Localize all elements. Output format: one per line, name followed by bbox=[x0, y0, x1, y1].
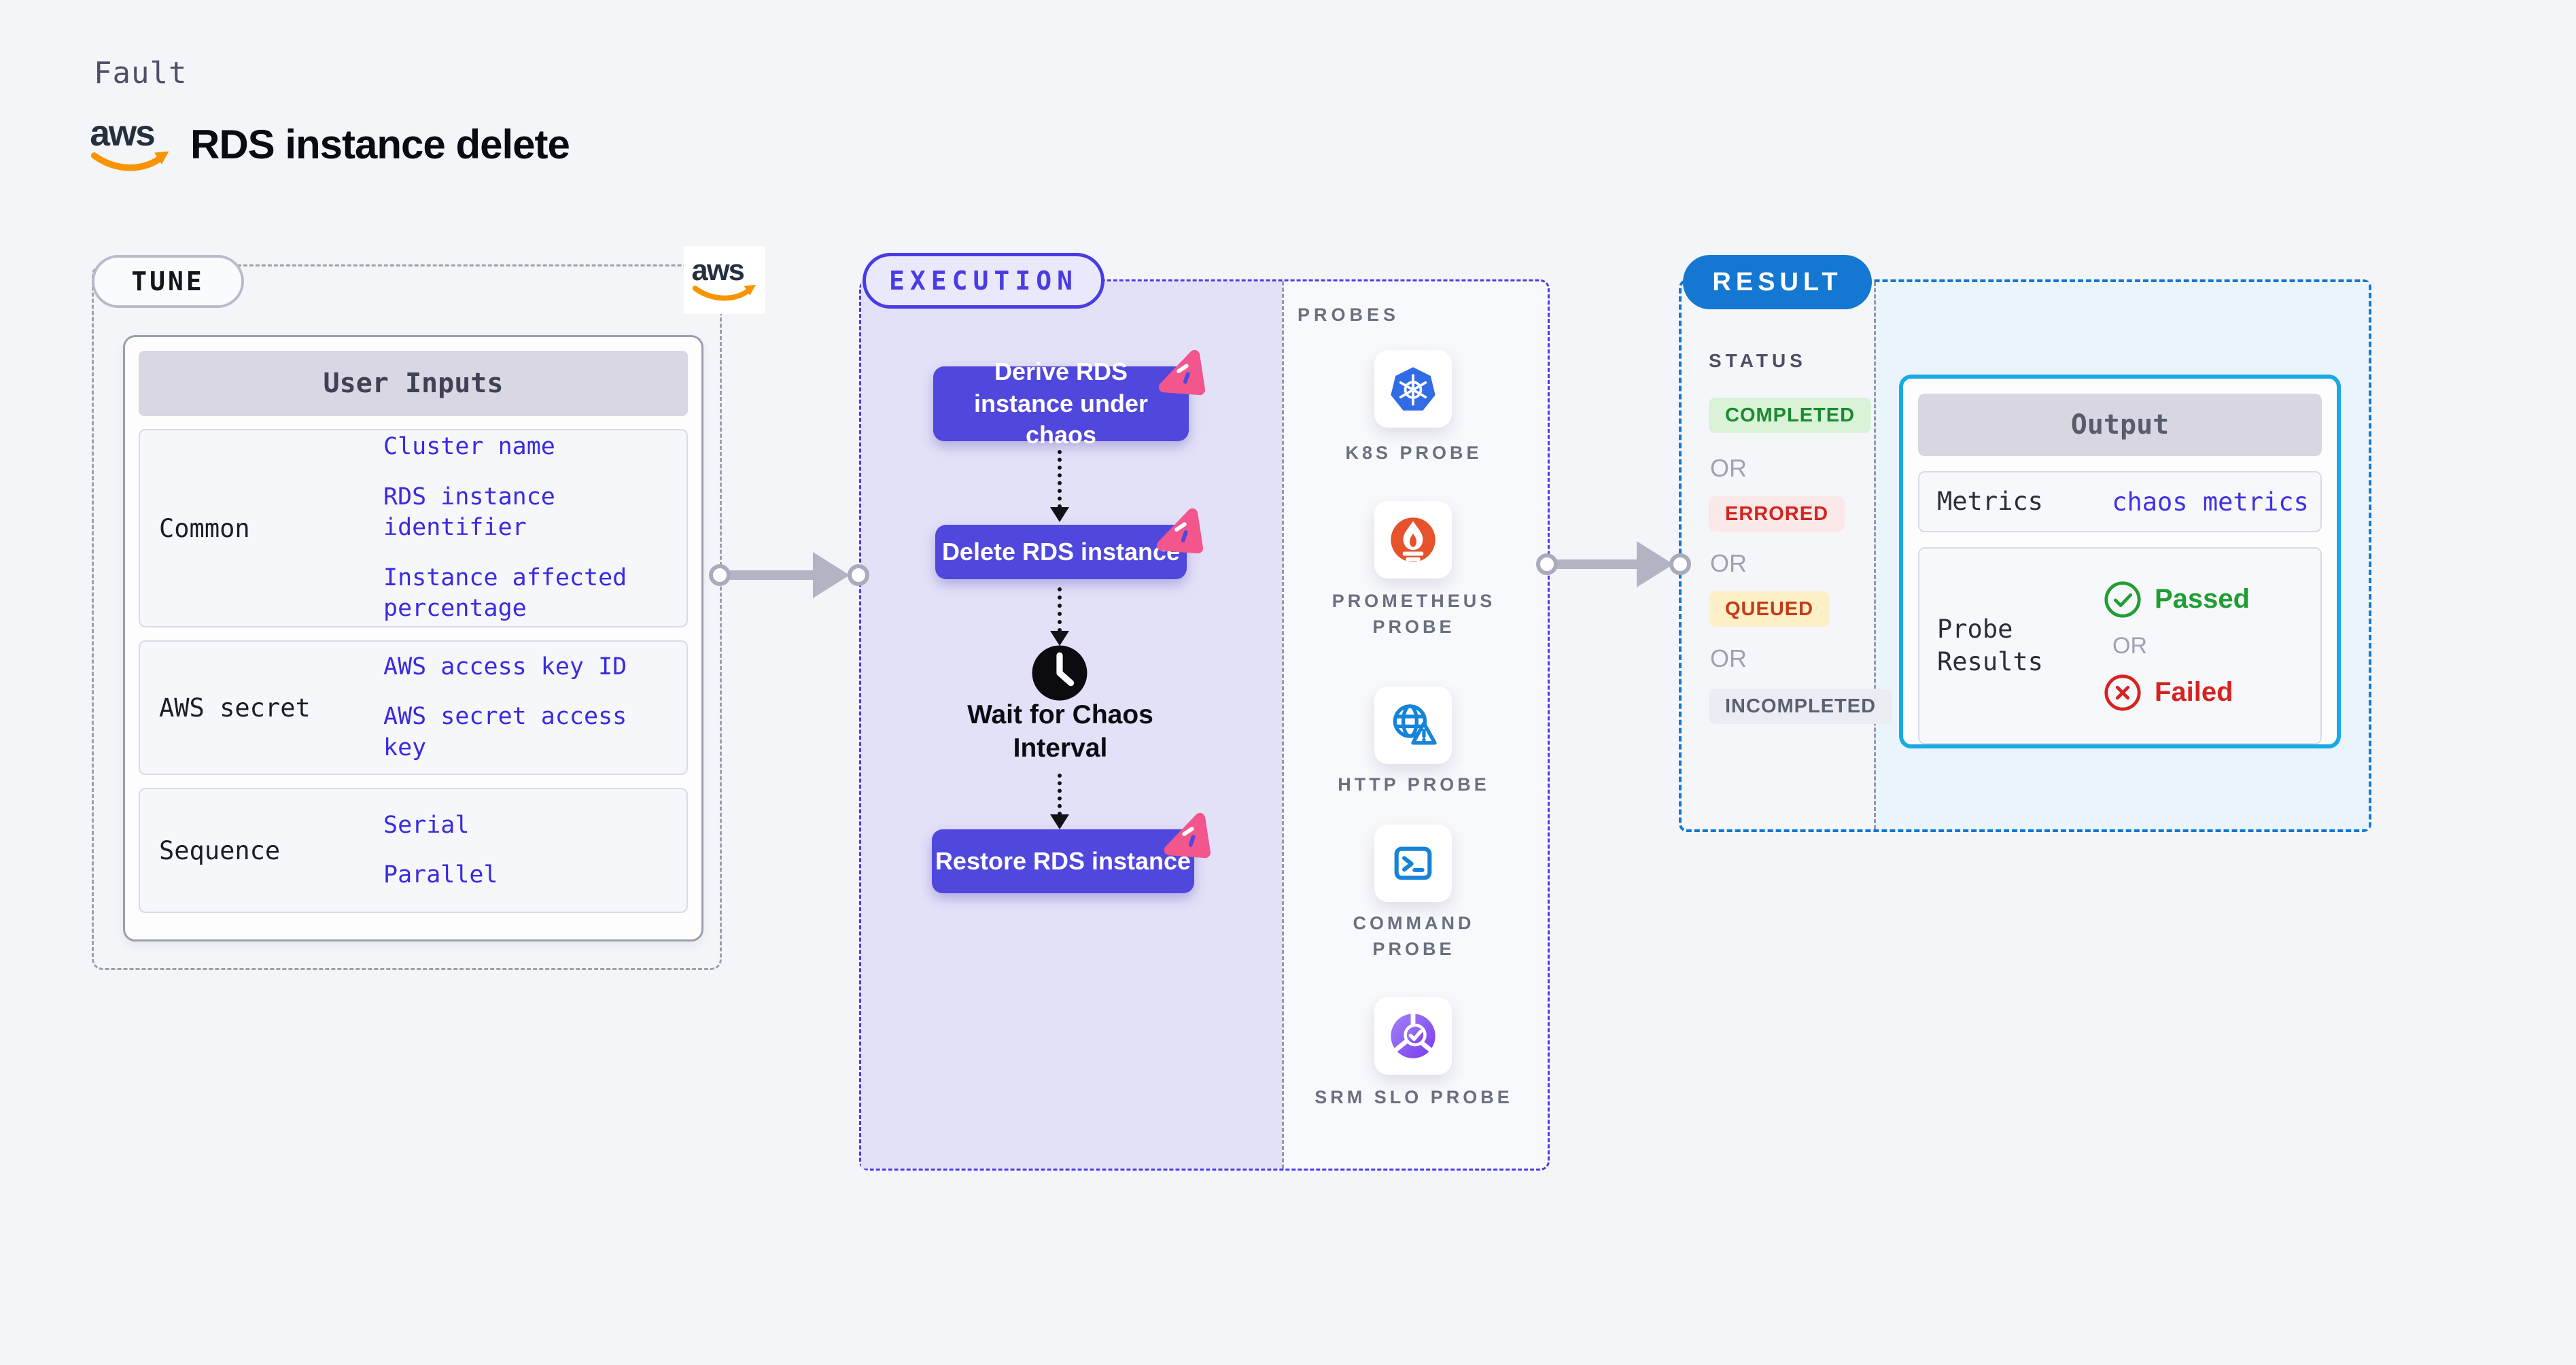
flow-connector bbox=[1050, 774, 1069, 829]
table-row: Probe Results Passed OR Failed bbox=[1918, 547, 2322, 744]
row-value: Cluster name bbox=[383, 433, 555, 461]
row-value: Serial bbox=[383, 811, 470, 839]
x-circle-icon bbox=[2104, 674, 2141, 711]
step-node-derive-rds-instance: Derive RDS instance under chaos bbox=[933, 349, 1206, 449]
slo-donut-check-icon bbox=[1391, 1011, 1435, 1058]
chaos-fault-icon bbox=[1158, 349, 1206, 396]
aws-logo-text: aws bbox=[691, 254, 744, 287]
probe-card-prometheus bbox=[1374, 501, 1452, 578]
step-node-restore-rds-instance: Restore RDS instance bbox=[932, 812, 1211, 893]
table-row: Common Cluster name RDS instance identif… bbox=[139, 429, 688, 627]
probe-card-k8s bbox=[1374, 350, 1452, 428]
page-title: RDS instance delete bbox=[190, 122, 570, 167]
table-row: AWS secret AWS access key ID AWS secret … bbox=[139, 640, 688, 775]
row-value: Parallel bbox=[383, 861, 498, 888]
terminal-icon bbox=[1394, 846, 1432, 880]
status-output-divider bbox=[1874, 282, 1876, 829]
probe-label: SRM SLO PROBE bbox=[1315, 1087, 1513, 1107]
row-value: RDS instance identifier bbox=[383, 483, 555, 542]
prometheus-icon bbox=[1391, 517, 1435, 562]
or-separator: OR bbox=[1710, 549, 1747, 577]
flow-arrow-execution-to-result bbox=[1536, 541, 1691, 587]
tune-section-container bbox=[92, 264, 722, 970]
row-label: Sequence bbox=[159, 835, 281, 865]
output-table: Output Metrics chaos metrics Probe Resul… bbox=[1899, 375, 2341, 748]
probe-label: K8S PROBE bbox=[1345, 443, 1482, 463]
row-label: AWS secret bbox=[159, 693, 311, 723]
step-node-delete-rds-instance: Delete RDS instance bbox=[935, 508, 1204, 579]
user-inputs-header: User Inputs bbox=[139, 351, 688, 416]
row-label: Probe Results bbox=[1937, 614, 2043, 676]
table-row: Metrics chaos metrics bbox=[1918, 471, 2322, 532]
aws-smile-curve bbox=[692, 286, 754, 301]
step-label: Restore RDS instance bbox=[935, 846, 1191, 875]
probe-label: HTTP PROBE bbox=[1338, 774, 1490, 795]
flow-connector bbox=[1050, 450, 1069, 522]
aws-smile-arrowhead bbox=[744, 284, 756, 296]
row-label: Common bbox=[159, 513, 250, 543]
clock-icon bbox=[1032, 645, 1087, 701]
aws-logo-icon: aws bbox=[684, 246, 765, 314]
page-kicker: Fault bbox=[94, 56, 188, 90]
tune-section-pill: TUNE bbox=[92, 255, 244, 308]
probe-result-passed: Passed bbox=[2103, 580, 2250, 619]
aws-smile-curve bbox=[90, 152, 166, 171]
row-value: AWS secret access key bbox=[383, 703, 627, 761]
or-separator: OR bbox=[1710, 454, 1747, 482]
probe-result-failed: Failed bbox=[2103, 673, 2233, 712]
step-label: Derive RDS instance under chaos bbox=[973, 357, 1149, 449]
chaos-fault-icon bbox=[1164, 812, 1211, 859]
metrics-value: chaos metrics bbox=[2112, 487, 2309, 517]
row-value: AWS access key ID bbox=[383, 653, 627, 680]
probe-label: PROMETHEUS PROBE bbox=[1331, 591, 1496, 637]
status-column-title: STATUS bbox=[1709, 350, 1807, 371]
step-node-wait-for-chaos-interval: Wait for Chaos Interval bbox=[967, 700, 1153, 763]
check-circle-icon bbox=[2104, 581, 2141, 618]
result-section-pill: RESULT bbox=[1683, 255, 1872, 309]
step-label: Delete RDS instance bbox=[941, 537, 1181, 566]
kubernetes-icon bbox=[1391, 367, 1435, 411]
probe-label: COMMAND PROBE bbox=[1353, 913, 1475, 959]
status-badge-errored: ERRORED bbox=[1709, 496, 1845, 532]
table-row: Sequence Serial Parallel bbox=[139, 788, 688, 913]
status-badge-queued: QUEUED bbox=[1709, 591, 1830, 627]
flow-arrow-tune-to-execution bbox=[709, 552, 869, 598]
row-label: Metrics bbox=[1937, 486, 2043, 516]
probe-card-http bbox=[1374, 687, 1452, 764]
failed-label: Failed bbox=[2155, 677, 2233, 707]
flow-connector bbox=[1050, 587, 1069, 646]
status-badge-incompleted: INCOMPLETED bbox=[1709, 689, 1893, 724]
aws-smile-arrowhead bbox=[154, 151, 169, 165]
or-separator: OR bbox=[1710, 644, 1747, 672]
probes-column-title: PROBES bbox=[1298, 305, 1400, 325]
or-separator: OR bbox=[2112, 632, 2147, 659]
execution-probes-divider bbox=[1282, 281, 1284, 1169]
aws-logo-text: aws bbox=[90, 114, 154, 154]
status-badge-completed: COMPLETED bbox=[1709, 398, 1872, 433]
probe-card-srm-slo bbox=[1374, 997, 1452, 1075]
probe-card-command bbox=[1374, 825, 1452, 902]
passed-label: Passed bbox=[2155, 584, 2250, 614]
aws-logo-icon: aws bbox=[90, 114, 169, 171]
chaos-fault-icon bbox=[1156, 508, 1204, 554]
http-globe-warning-icon bbox=[1393, 704, 1437, 745]
output-header: Output bbox=[1918, 394, 2322, 456]
row-value: Instance affected percentage bbox=[383, 564, 627, 623]
execution-section-pill: EXECUTION bbox=[863, 253, 1104, 309]
user-inputs-table: User Inputs Common Cluster name RDS inst… bbox=[123, 335, 703, 941]
